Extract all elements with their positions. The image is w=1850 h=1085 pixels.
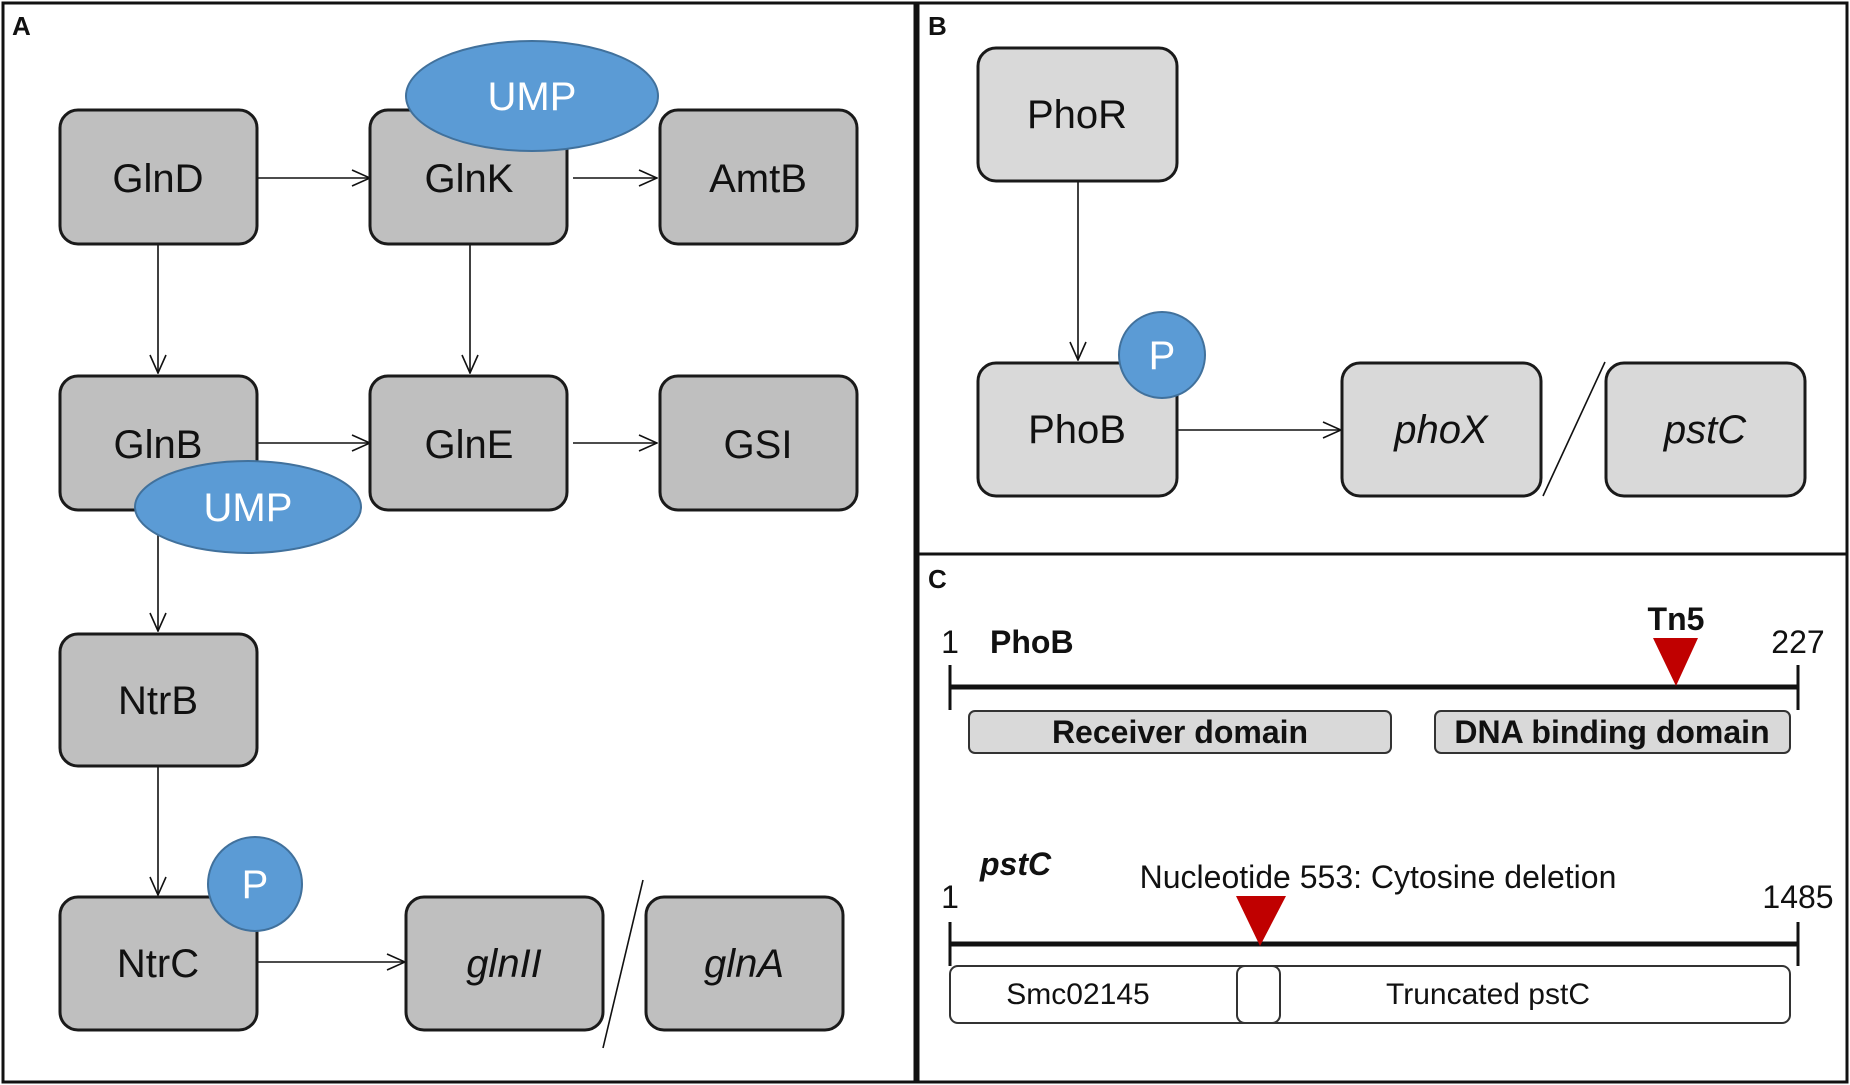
modifier-phob-p-label: P xyxy=(1149,334,1176,378)
node-glnii-label: glnII xyxy=(466,942,542,986)
track-phob-name: PhoB xyxy=(990,624,1074,660)
track-phob-end: 227 xyxy=(1771,624,1824,660)
track-phob: 1 227 PhoB Tn5 Receiver domain DNA bindi… xyxy=(941,601,1825,754)
segment-smc02145-label: Smc02145 xyxy=(1006,978,1149,1011)
panel-a-frame xyxy=(1,1,917,1084)
modifier-glnk-ump-label: UMP xyxy=(488,75,577,119)
track-pstc-name: pstC xyxy=(979,846,1052,882)
node-ntrc-label: NtrC xyxy=(117,942,199,986)
node-ntrb-label: NtrB xyxy=(118,679,198,723)
domain-dna-binding: DNA binding domain xyxy=(1434,710,1791,754)
panel-b-letter: B xyxy=(928,11,947,41)
domain-dna-binding-label: DNA binding domain xyxy=(1454,714,1769,750)
panel-b: PhoR PhoB phoX pstC P xyxy=(976,46,1807,498)
node-glnk-label: GlnK xyxy=(425,157,514,201)
track-pstc-end: 1485 xyxy=(1762,879,1833,915)
node-pstc: pstC xyxy=(1604,361,1807,498)
modifier-glnb-ump-label: UMP xyxy=(204,486,293,530)
node-phox-label: phoX xyxy=(1393,408,1489,452)
panel-c: 1 227 PhoB Tn5 Receiver domain DNA bindi… xyxy=(941,601,1834,1024)
panel-c-frame xyxy=(916,552,1849,1084)
modifier-ntrc-p-label: P xyxy=(242,863,269,907)
node-phob-label: PhoB xyxy=(1028,408,1126,452)
separator-slash-a xyxy=(602,879,644,1049)
node-phor-label: PhoR xyxy=(1027,93,1127,137)
track-phob-start: 1 xyxy=(941,624,959,660)
modifier-phob-p: P xyxy=(1118,311,1206,399)
node-ntrc: NtrC xyxy=(58,895,259,1032)
node-glne-label: GlnE xyxy=(425,423,514,467)
node-glnii: glnII xyxy=(404,895,605,1032)
segment-truncated-pstc-label: Truncated pstC xyxy=(1386,978,1590,1011)
node-gsi: GSI xyxy=(658,374,859,512)
panel-c-letter: C xyxy=(928,564,947,594)
node-glne: GlnE xyxy=(368,374,569,512)
node-phob: PhoB xyxy=(976,361,1179,498)
deletion-marker xyxy=(1236,896,1286,946)
node-glnb-label: GlnB xyxy=(114,423,203,467)
node-gsi-label: GSI xyxy=(724,423,793,467)
node-phox: phoX xyxy=(1340,361,1543,498)
track-pstc: pstC 1 1485 Nucleotide 553: Cytosine del… xyxy=(941,846,1834,1024)
deletion-marker-label: Nucleotide 553: Cytosine deletion xyxy=(1140,859,1617,895)
modifier-ntrc-p: P xyxy=(207,836,303,932)
node-amtb-label: AmtB xyxy=(709,157,807,201)
tn5-marker-label: Tn5 xyxy=(1648,601,1705,637)
track-pstc-start: 1 xyxy=(941,879,959,915)
modifier-glnb-ump: UMP xyxy=(134,460,362,554)
domain-receiver: Receiver domain xyxy=(968,710,1392,754)
node-amtb: AmtB xyxy=(658,108,859,246)
pstc-gene-bar xyxy=(949,965,1791,1024)
node-glnd: GlnD xyxy=(58,108,259,246)
node-pstc-label: pstC xyxy=(1663,408,1747,452)
panel-a: GlnD GlnK AmtB GlnB GlnE GSI NtrB NtrC xyxy=(58,40,859,1049)
node-ntrb: NtrB xyxy=(58,632,259,768)
domain-receiver-label: Receiver domain xyxy=(1052,714,1308,750)
pstc-overlap-box xyxy=(1236,965,1281,1024)
node-glnd-label: GlnD xyxy=(112,157,203,201)
node-glna: glnA xyxy=(644,895,845,1032)
panel-a-letter: A xyxy=(12,11,31,41)
node-glna-label: glnA xyxy=(704,942,784,986)
node-phor: PhoR xyxy=(976,46,1179,183)
separator-slash-b xyxy=(1542,361,1606,497)
modifier-glnk-ump: UMP xyxy=(405,40,659,152)
tn5-marker xyxy=(1653,638,1698,686)
